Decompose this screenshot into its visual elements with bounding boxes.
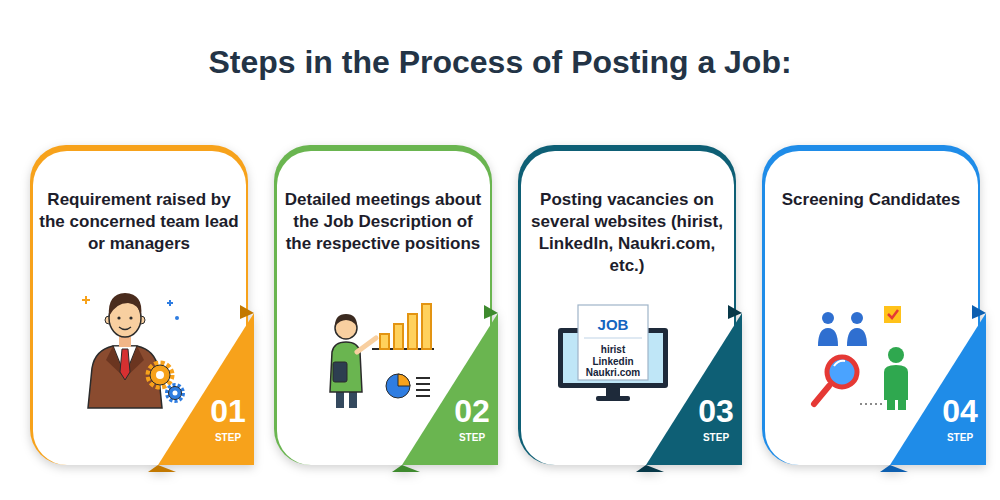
manager-icon [175,316,179,320]
monitor-icon [578,305,648,380]
screening-icon [827,357,857,387]
step-card: Detailed meetings about the Job Descript… [274,145,492,465]
step-corner [402,313,498,465]
corner-fold [148,465,176,472]
presenter-icon [394,324,403,349]
manager-icon [129,316,132,319]
step-corner [158,313,254,465]
screening-icon [887,400,895,410]
screening-icon [884,306,901,323]
step-card: Posting vacancies on several websites (h… [518,145,736,465]
icon-text: hirist [601,344,625,356]
step-label: STEP [445,432,499,444]
icon-text: JOB [598,316,629,334]
manager-icon [173,391,178,396]
step-card: Requirement raised by the concerned team… [30,145,248,465]
step-number: 02 [445,395,499,427]
step-number: 04 [933,395,987,427]
step-corner [890,313,986,465]
step-label: STEP [689,432,743,444]
monitor-icon [606,388,620,396]
step-description: Requirement raised by the concerned team… [36,189,242,255]
screening-icon [851,312,863,324]
diagram-title: Steps in the Process of Posting a Job: [0,43,1000,81]
manager-icon [169,387,182,400]
presenter-icon [422,304,431,349]
corner-fold [636,465,664,472]
screening-icon [888,310,898,318]
screening-icon [888,347,904,363]
manager-icon [148,363,172,387]
step-number: 01 [201,395,255,427]
step-description: Detailed meetings about the Job Descript… [280,189,486,255]
step-card: Screening Candidates04STEP [762,145,980,465]
manager-icon [150,365,170,385]
step-number: 03 [689,395,743,427]
corner-fold [880,465,908,472]
manager-icon [120,349,130,380]
presenter-icon [380,334,389,349]
corner-fold [392,465,420,472]
step-label: STEP [201,432,255,444]
screening-icon [884,365,908,400]
screening-icon [898,400,906,410]
icon-text: Linkedin [592,356,633,368]
screening-icon [822,312,834,324]
step-description: Posting vacancies on several websites (h… [524,189,730,277]
screening-icon [834,361,845,366]
step-corner [646,313,742,465]
step-description: Screening Candidates [768,189,974,211]
presenter-icon [386,374,410,398]
presenter-icon [333,362,347,382]
monitor-icon [596,396,630,401]
step-label: STEP [933,432,987,444]
icon-text: Naukri.com [586,367,640,379]
manager-icon [156,371,164,379]
manager-icon [119,327,131,330]
manager-icon [117,316,120,319]
monitor-icon [584,338,642,339]
presenter-icon [408,314,417,349]
